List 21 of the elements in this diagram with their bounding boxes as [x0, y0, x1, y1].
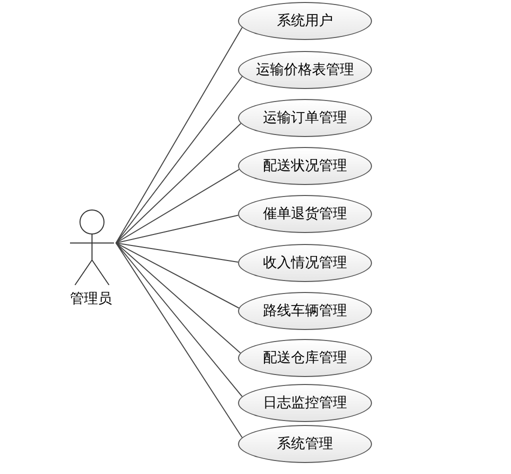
- connector-line: [116, 242, 241, 354]
- use-case-ellipse: 配送仓库管理: [238, 339, 372, 377]
- connector-line: [116, 242, 243, 397]
- use-case-ellipse: 系统用户: [238, 2, 372, 40]
- use-case-ellipse: 系统管理: [238, 425, 372, 463]
- connector-line: [116, 76, 243, 244]
- actor-label: 管理员: [70, 290, 112, 308]
- connector-line: [116, 214, 239, 244]
- use-case-ellipse: 配送状况管理: [238, 147, 372, 185]
- connector-line: [116, 27, 243, 244]
- use-case-ellipse: 路线车辆管理: [238, 292, 372, 330]
- use-case-ellipse: 运输价格表管理: [238, 51, 372, 89]
- connector-line: [116, 123, 242, 244]
- connector-line: [116, 242, 239, 263]
- use-case-ellipse: 收入情况管理: [238, 244, 372, 282]
- use-case-ellipse: 催单退货管理: [238, 195, 372, 233]
- connector-line: [116, 242, 240, 308]
- connector-line: [116, 242, 243, 438]
- use-case-ellipse: 日志监控管理: [238, 384, 372, 422]
- connector-line: [116, 168, 240, 244]
- use-case-ellipse: 运输订单管理: [238, 99, 372, 137]
